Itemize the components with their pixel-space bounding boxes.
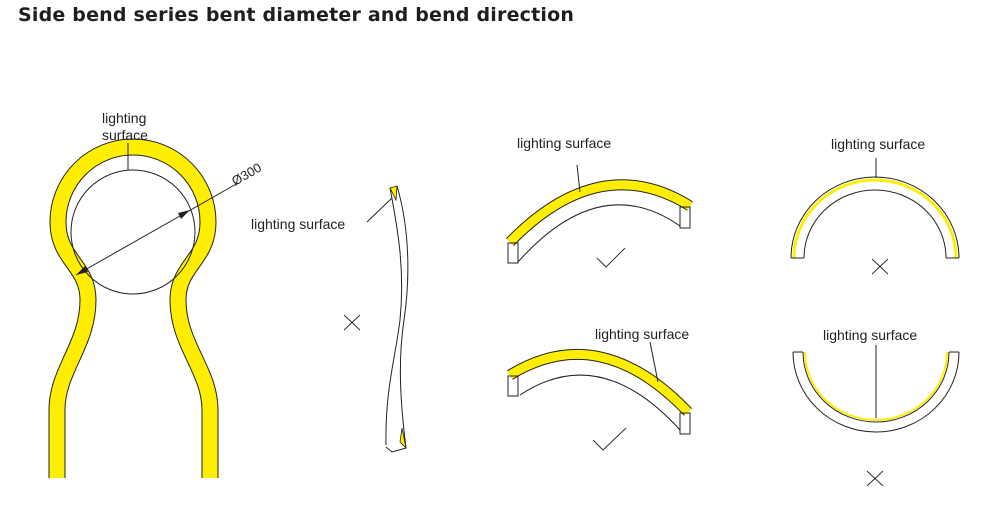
arc-bottom-pointer: [649, 341, 659, 383]
twist-yellow-top: [389, 185, 398, 202]
loop-strip-yellow: [49, 139, 218, 478]
arc-top-figure: lighting surface: [506, 135, 693, 268]
diameter-line: [75, 182, 239, 276]
arc-bottom-check-mark: [592, 427, 627, 451]
inner-circle: [70, 169, 196, 295]
diameter-value: Ø300: [229, 160, 264, 189]
semi-bottom-yellow: [804, 351, 948, 421]
arc-bottom-figure: lighting surface: [507, 326, 692, 451]
twist-figure: lighting surface: [251, 185, 409, 453]
semi-bottom-wrong-mark: [866, 470, 884, 487]
semi-bottom-figure: lighting surface: [792, 327, 960, 487]
arc-top-check-mark: [596, 247, 626, 268]
arc-bottom-label: lighting surface: [595, 326, 689, 342]
arc-bottom-yellow: [507, 350, 692, 416]
loop-figure: lighting surface Ø300: [48, 110, 264, 478]
loop-label-line2: surface: [102, 127, 148, 143]
arc-top-yellow: [506, 180, 693, 246]
diameter-arrow-start: [76, 266, 88, 275]
twist-wrong-mark: [343, 314, 361, 331]
loop-label-line1: lighting: [102, 110, 146, 126]
semi-bottom-label: lighting surface: [823, 327, 917, 343]
twist-label: lighting surface: [251, 216, 345, 232]
arc-top-label: lighting surface: [517, 135, 611, 151]
semi-top-yellow: [792, 178, 958, 259]
diameter-arrow-end: [178, 210, 190, 219]
semi-top-wrong-mark: [871, 258, 889, 275]
semi-top-label: lighting surface: [831, 136, 925, 152]
twist-yellow-bottom: [399, 427, 407, 450]
page-title: Side bend series bent diameter and bend …: [18, 4, 575, 26]
twist-label-pointer: [366, 197, 393, 223]
arc-top-pointer: [576, 164, 581, 193]
semi-top-figure: lighting surface: [790, 136, 960, 275]
